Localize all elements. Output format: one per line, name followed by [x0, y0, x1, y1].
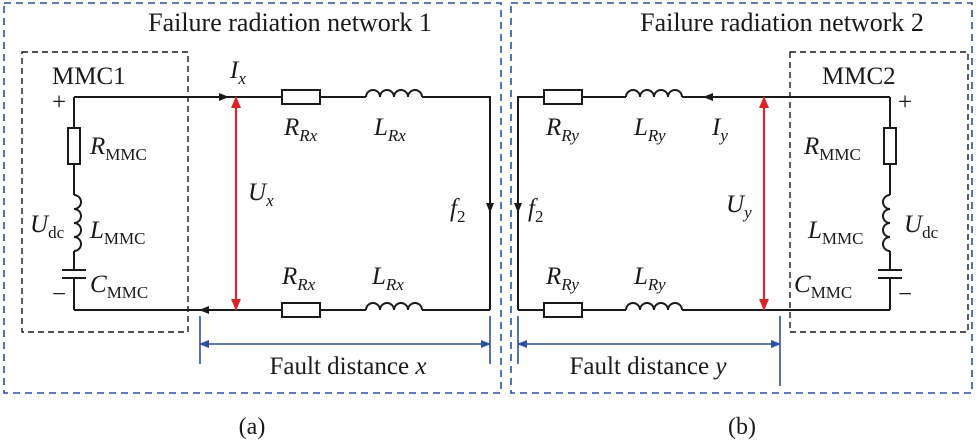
mmc2-capacitor [878, 269, 902, 279]
network-2: Failure radiation network 2 MMC2 + − RMM… [510, 2, 973, 440]
network-2-title: Failure radiation network 2 [640, 8, 924, 37]
network-2-distance-label: Fault distance y [570, 353, 728, 380]
mmc1-inductor [73, 194, 82, 252]
caption-a: (a) [239, 414, 266, 440]
network-1-bottom-inductor [365, 302, 423, 311]
network-2-fault-label: f2 [528, 195, 543, 226]
mmc1-r-label: RMMC [89, 133, 147, 164]
mmc2-inductor [882, 194, 891, 252]
network-1-distance-label: Fault distance x [270, 353, 427, 380]
network-1-top-resistor [281, 89, 321, 105]
mmc1-resistor [67, 127, 81, 165]
mmc1-minus: − [52, 281, 66, 308]
mmc2-resistor [883, 127, 897, 165]
network-1-voltage-label: Ux [248, 179, 274, 210]
network-2-bottom-l-label: LRy [633, 263, 666, 294]
mmc2-box [789, 51, 969, 333]
network-2-bottom-r-label: RRy [545, 263, 579, 294]
network-1: Failure radiation network 1 MMC1 + − RMM… [3, 2, 502, 440]
network-1-fault-label: f2 [450, 195, 465, 226]
mmc2-minus: − [898, 281, 912, 308]
network-1-bottom-l-label: LRx [371, 263, 404, 294]
network-1-bottom-resistor [281, 302, 321, 318]
mmc1-box [21, 51, 189, 333]
network-2-top-l-label: LRy [633, 114, 666, 145]
mmc1-plus: + [52, 89, 66, 116]
mmc1-capacitor [62, 269, 86, 279]
mmc2-label: MMC2 [822, 63, 896, 90]
mmc2-c-label: CMMC [794, 271, 852, 302]
network-2-current-label: Iy [711, 114, 728, 145]
network-2-bottom-inductor [625, 302, 683, 311]
network-2-top-resistor [543, 89, 583, 105]
network-2-top-inductor [625, 89, 683, 98]
mmc2-udc-label: Udc [904, 211, 939, 242]
mmc1-udc-label: Udc [30, 211, 65, 242]
caption-b: (b) [728, 414, 756, 440]
mmc1-label: MMC1 [52, 63, 126, 90]
network-2-top-r-label: RRy [545, 114, 579, 145]
network-1-top-inductor [365, 89, 423, 98]
mmc2-plus: + [898, 89, 912, 116]
network-1-current-label: Ix [229, 57, 246, 88]
mmc1-c-label: CMMC [90, 271, 148, 302]
network-1-bottom-r-label: RRx [281, 263, 316, 294]
network-1-top-r-label: RRx [283, 114, 318, 145]
network-1-frame [3, 2, 502, 394]
network-2-bottom-resistor [543, 302, 583, 318]
mmc1-l-label: LMMC [89, 217, 145, 248]
mmc2-l-label: LMMC [807, 217, 863, 248]
network-2-frame [510, 2, 973, 394]
mmc2-r-label: RMMC [803, 133, 861, 164]
network-1-top-l-label: LRx [373, 114, 406, 145]
network-2-voltage-label: Uy [726, 191, 752, 222]
network-1-title: Failure radiation network 1 [148, 8, 432, 37]
